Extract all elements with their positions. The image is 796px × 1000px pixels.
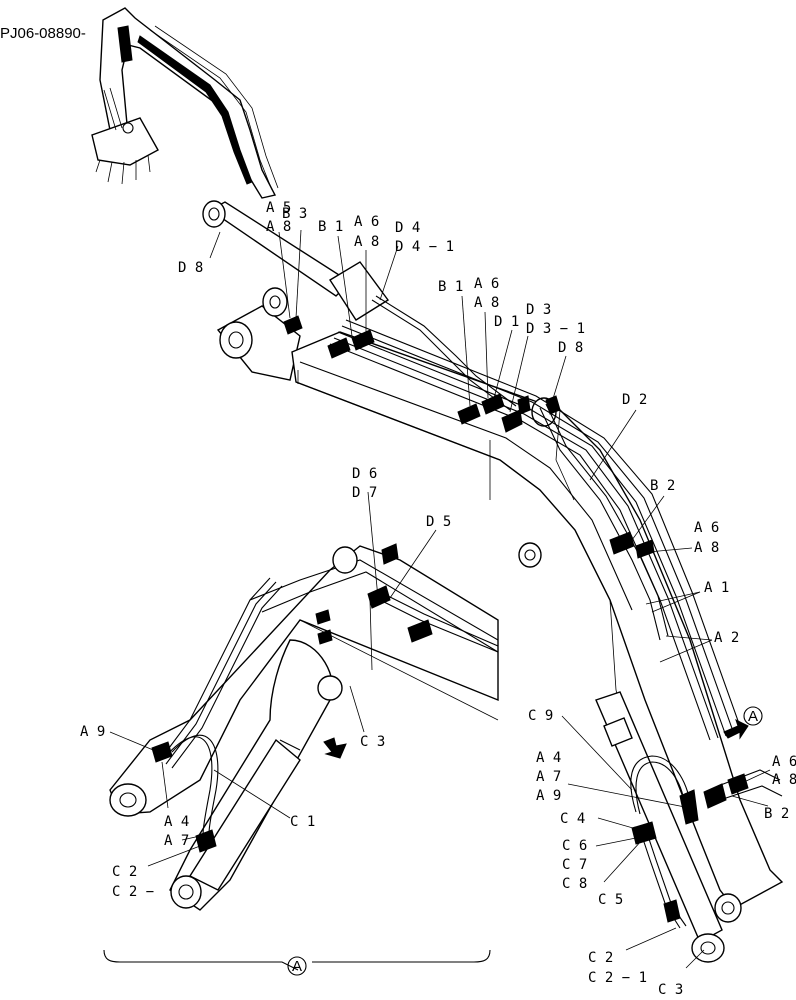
callout-c4: C 4 <box>560 811 585 827</box>
callout-d4-1: D 4 − 1 <box>395 239 454 255</box>
callout-c8: C 8 <box>562 876 587 892</box>
callout-a9: A 9 <box>80 724 105 740</box>
callout-a6: A 6 <box>694 520 719 536</box>
callout-c3: C 3 <box>360 734 385 750</box>
callout-a8: A 8 <box>266 219 291 235</box>
callout-c9: C 9 <box>528 708 553 724</box>
callout-d6: D 6 <box>352 466 377 482</box>
callout-b2: B 2 <box>650 478 675 494</box>
callout-b2: B 2 <box>764 806 789 822</box>
callout-c7: C 7 <box>562 857 587 873</box>
callout-a8: A 8 <box>354 234 379 250</box>
callout-c2: C 2 <box>588 950 613 966</box>
callout-d7: D 7 <box>352 485 377 501</box>
callout-a7: A 7 <box>164 833 189 849</box>
callout-d4: D 4 <box>395 220 420 236</box>
callout-b1: B 1 <box>438 279 463 295</box>
callout-d3: D 3 <box>526 302 551 318</box>
callout-a4: A 4 <box>164 814 189 830</box>
drawing-number: PJ06-08890- <box>0 25 86 42</box>
callout-a6: A 6 <box>474 276 499 292</box>
main-boom-illustration <box>202 200 784 963</box>
callout-a5: A 5 <box>266 200 291 216</box>
callout-a6: A 6 <box>354 214 379 230</box>
callout-d3-1: D 3 − 1 <box>526 321 585 337</box>
view-marker-a-bracket: A <box>292 958 302 975</box>
callout-a8: A 8 <box>474 295 499 311</box>
callout-c5: C 5 <box>598 892 623 908</box>
detail-view-a-illustration <box>103 543 499 976</box>
callout-labels: A 5 A 8 B 3 D 8 B 1 A 6 A 8 D 4 D 4 − 1 … <box>80 200 796 998</box>
view-marker-a: A <box>748 708 758 725</box>
callout-d8: D 8 <box>558 340 583 356</box>
callout-a6: A 6 <box>772 754 796 770</box>
callout-d2: D 2 <box>622 392 647 408</box>
callout-c2-1: C 2 − <box>112 884 154 900</box>
callout-a2: A 2 <box>714 630 739 646</box>
callout-b3: B 3 <box>282 206 307 222</box>
callout-c1: C 1 <box>290 814 315 830</box>
callout-d1: D 1 <box>494 314 519 330</box>
callout-c3: C 3 <box>658 982 683 998</box>
callout-a8: A 8 <box>694 540 719 556</box>
callout-a9: A 9 <box>536 788 561 804</box>
callout-a1: A 1 <box>704 580 729 596</box>
callout-a4: A 4 <box>536 750 561 766</box>
callout-d5: D 5 <box>426 514 451 530</box>
callout-c6: C 6 <box>562 838 587 854</box>
callout-a8: A 8 <box>772 772 796 788</box>
thumbnail-arm-illustration <box>91 7 279 199</box>
leader-lines <box>109 229 771 969</box>
callout-c2-1: C 2 − 1 <box>588 970 647 986</box>
callout-a7: A 7 <box>536 769 561 785</box>
callout-c2: C 2 <box>112 864 137 880</box>
callout-d8: D 8 <box>178 260 203 276</box>
callout-b1: B 1 <box>318 219 343 235</box>
